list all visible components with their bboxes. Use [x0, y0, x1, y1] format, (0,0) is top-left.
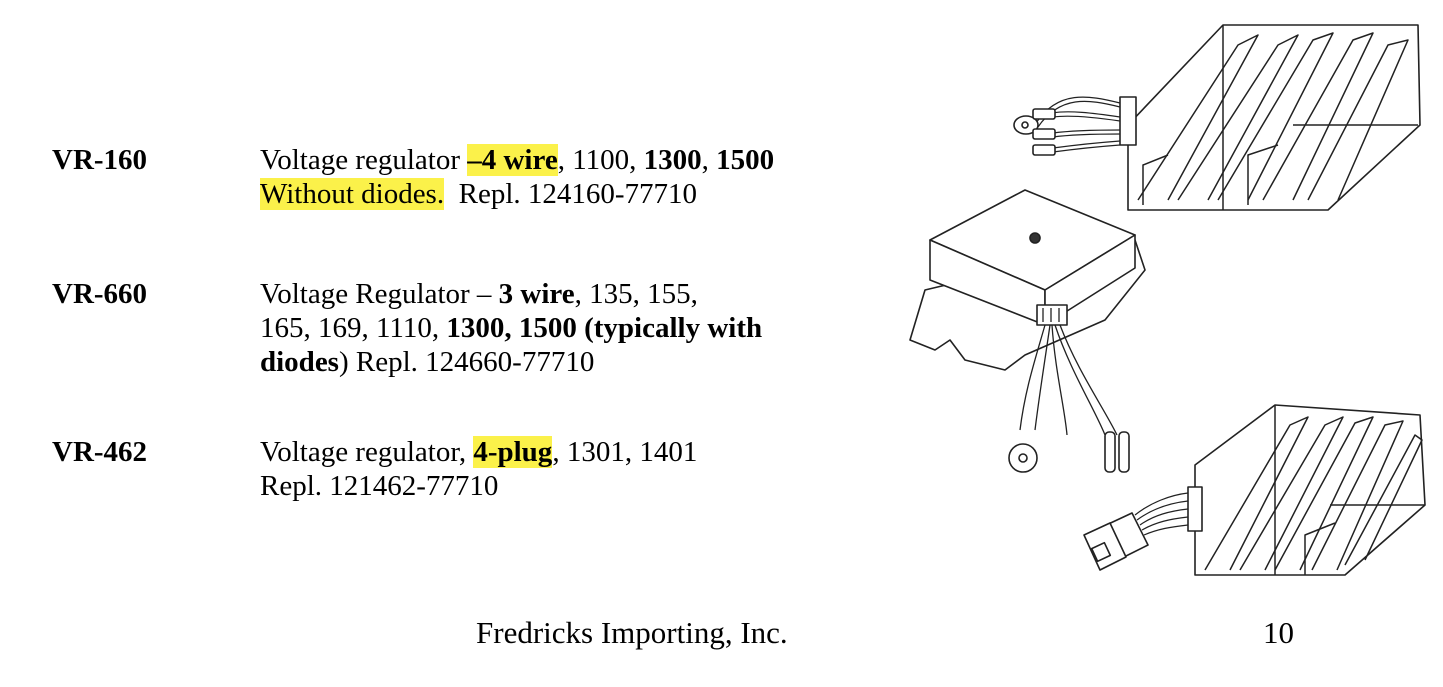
text-span: ) Repl. 124660-77710: [338, 346, 595, 378]
text-span: , 1301, 1401: [552, 436, 698, 468]
description-line: Repl. 121462-77710: [260, 469, 697, 503]
text-span: Voltage regulator,: [260, 436, 474, 468]
text-span: ,: [701, 144, 717, 176]
description-line: Voltage regulator –4 wire, 1100, 1300, 1…: [260, 143, 774, 177]
description-line: Voltage Regulator – 3 wire, 135, 155,: [260, 277, 762, 311]
description-line: Without diodes. Repl. 124160-77710: [260, 177, 774, 211]
finned-regulator-4-plug-icon: [1080, 395, 1440, 610]
text-span: Voltage Regulator –: [260, 278, 499, 310]
text-span: , 1100,: [557, 144, 644, 176]
bold-text: 3 wire: [498, 278, 575, 310]
text-span: , 135, 155,: [574, 278, 698, 310]
part-number-vr-660: VR-660: [52, 278, 148, 310]
bold-text: 1300: [643, 144, 702, 176]
page-number: 10: [1263, 615, 1294, 650]
highlight-4-plug: 4-plug: [473, 436, 553, 468]
description-vr-660: Voltage Regulator – 3 wire, 135, 155, 16…: [260, 277, 762, 379]
boxed-regulator-3-wire-icon: [905, 180, 1160, 480]
bold-text: diodes: [260, 346, 339, 378]
description-line: Voltage regulator, 4-plug, 1301, 1401: [260, 435, 697, 469]
description-line: 165, 169, 1110, 1300, 1500 (typically wi…: [260, 311, 762, 345]
part-number-vr-160: VR-160: [52, 144, 148, 176]
highlight-4-wire: –4 wire: [467, 144, 558, 176]
text-span: Repl. 121462-77710: [260, 470, 499, 502]
part-number-vr-462: VR-462: [52, 436, 148, 468]
text-span: 165, 169, 1110,: [260, 312, 447, 344]
text-span: Voltage regulator: [260, 144, 468, 176]
bold-text: 1500: [716, 144, 775, 176]
description-line: diodes) Repl. 124660-77710: [260, 345, 762, 379]
text-span: Repl. 124160-77710: [444, 178, 698, 210]
highlight-without-diodes: Without diodes.: [260, 178, 445, 210]
description-vr-160: Voltage regulator –4 wire, 1100, 1300, 1…: [260, 143, 774, 211]
description-vr-462: Voltage regulator, 4-plug, 1301, 1401 Re…: [260, 435, 697, 503]
bold-text: 1300, 1500 (typically with: [446, 312, 763, 344]
footer-company: Fredricks Importing, Inc.: [476, 615, 788, 650]
finned-regulator-4-wire-icon: [1008, 5, 1440, 220]
